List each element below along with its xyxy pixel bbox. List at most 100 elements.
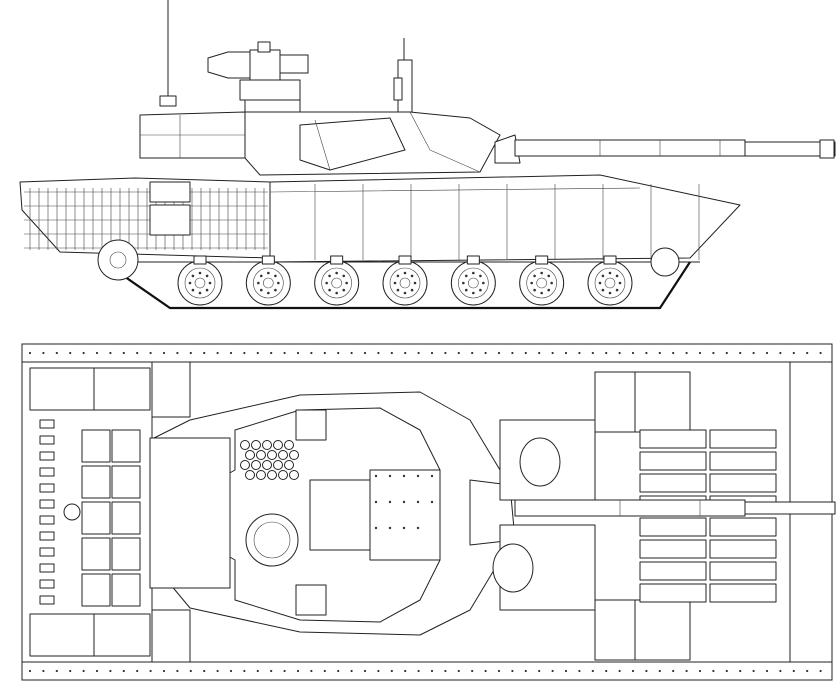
rivet: [374, 526, 378, 530]
rivet: [618, 351, 621, 355]
rivet: [484, 351, 487, 355]
rivet: [402, 526, 406, 530]
armor-block: [639, 451, 707, 471]
rivet: [42, 351, 45, 355]
rivet: [69, 351, 72, 355]
ammo-round: [240, 460, 250, 470]
rivet: [564, 351, 568, 355]
rivet: [511, 669, 514, 673]
ammo-round: [245, 450, 255, 460]
ammo-round: [256, 470, 266, 480]
rivet: [631, 669, 635, 673]
rivet: [631, 351, 635, 355]
turret-bustle: [149, 437, 231, 589]
rivet: [819, 351, 822, 355]
rivet: [672, 351, 675, 355]
rivet: [216, 669, 219, 673]
side-view: [19, 0, 836, 310]
rivet: [136, 669, 139, 673]
ammo-round: [284, 460, 294, 470]
ammo-round: [289, 450, 299, 460]
armor-block: [639, 561, 707, 581]
rivet: [739, 351, 742, 355]
rivet: [377, 669, 380, 673]
rivet: [229, 351, 233, 355]
road-wheel: [382, 260, 428, 306]
rivet: [497, 351, 501, 355]
armor-block: [639, 473, 707, 493]
rivet: [779, 669, 782, 673]
vent-slot: [39, 595, 55, 605]
rivet: [685, 669, 688, 673]
rivet: [122, 351, 125, 355]
turret-roof-plate: [309, 479, 371, 551]
rivet: [256, 669, 259, 673]
rivet: [605, 669, 608, 673]
armor-block: [639, 583, 707, 603]
rivet: [189, 351, 192, 355]
deck-grille-panel: [111, 501, 141, 535]
rivet: [430, 474, 434, 478]
rivet: [337, 669, 340, 673]
ammo-round: [267, 450, 277, 460]
rivet: [95, 351, 99, 355]
rivet: [243, 351, 246, 355]
suspension-arm: [193, 255, 207, 265]
turret-top: [149, 391, 516, 636]
stowage-box-left: [151, 361, 191, 418]
road-wheel: [450, 260, 496, 306]
rivet: [564, 669, 568, 673]
deck-grille-panel: [81, 537, 111, 571]
ammo-rack: [240, 440, 299, 480]
ammo-round: [256, 450, 266, 460]
rivet: [203, 351, 206, 355]
rivet: [310, 351, 313, 355]
rivet: [752, 669, 755, 673]
rivet: [203, 669, 206, 673]
rivet: [538, 669, 541, 673]
suspension-arm: [535, 255, 549, 265]
ammo-round: [278, 450, 288, 460]
ammo-round: [273, 440, 283, 450]
suspension-arm: [603, 255, 617, 265]
rivet: [388, 500, 392, 504]
vent-slot: [39, 435, 55, 445]
rivet: [698, 351, 702, 355]
hull-hatch: [492, 543, 534, 593]
rivet: [109, 669, 112, 673]
idler-wheel: [650, 247, 680, 277]
rivet: [55, 351, 58, 355]
deck-grille-panel: [111, 573, 141, 607]
rivet: [792, 351, 795, 355]
rivet: [283, 351, 286, 355]
armor-block: [709, 473, 777, 493]
ammo-round: [251, 440, 261, 450]
rivet: [430, 669, 434, 673]
rivet: [374, 500, 378, 504]
antenna-base: [159, 95, 177, 107]
rivet: [162, 669, 166, 673]
rivet: [388, 526, 392, 530]
main-gun: [494, 134, 836, 164]
deck-grille-panel: [81, 429, 111, 463]
ammo-round: [267, 470, 277, 480]
vent-slot: [39, 467, 55, 477]
rivet-dots: [28, 351, 822, 673]
rivet: [28, 669, 32, 673]
rivet: [388, 474, 392, 478]
rivet: [672, 669, 675, 673]
rivet: [402, 474, 406, 478]
rivet: [806, 351, 809, 355]
vent-slot: [39, 451, 55, 461]
armor-block: [709, 561, 777, 581]
ammo-round: [240, 440, 250, 450]
rivet: [417, 669, 420, 673]
rivet: [42, 669, 45, 673]
rivet: [524, 351, 527, 355]
road-wheel: [519, 260, 565, 306]
rivet: [402, 500, 406, 504]
rivet: [283, 669, 286, 673]
rivet: [374, 474, 378, 478]
